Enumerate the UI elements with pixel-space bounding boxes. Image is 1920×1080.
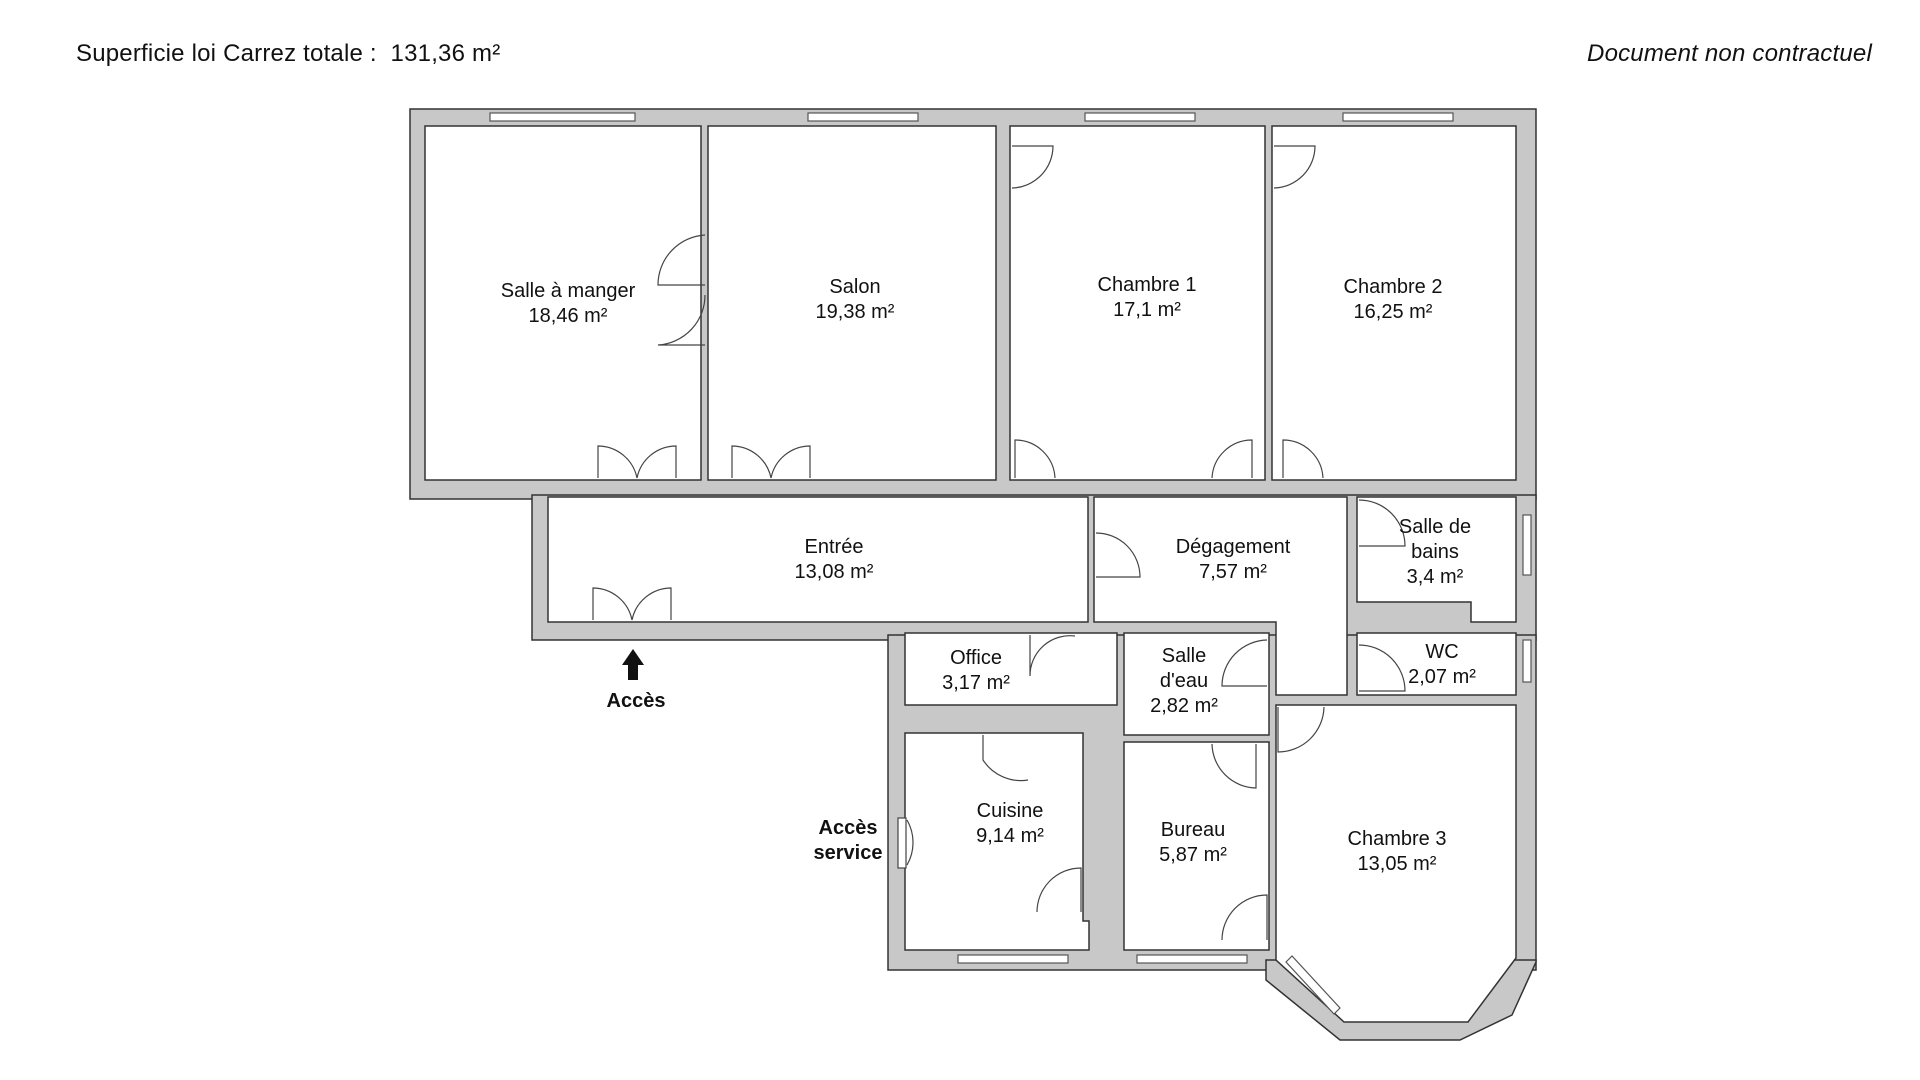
room-bureau — [1123, 741, 1270, 951]
total-area-label: Superficie loi Carrez totale : — [76, 40, 377, 67]
room-area: 3,4 m² — [1407, 566, 1464, 588]
doors — [592, 145, 1406, 941]
room-chambre-3 — [1275, 704, 1517, 1023]
room-salle-a-manger — [424, 125, 702, 481]
room-wc — [1356, 632, 1517, 696]
room-name: WC — [1425, 641, 1458, 663]
disclaimer-text: Document non contractuel — [1587, 40, 1872, 67]
room-area: 19,38 m² — [816, 301, 895, 323]
room-area: 2,82 m² — [1150, 695, 1218, 717]
room-name-line-1: Salle de — [1399, 516, 1471, 538]
room-area: 18,46 m² — [529, 305, 608, 327]
rooms — [424, 125, 1517, 1023]
room-degagement — [1093, 496, 1348, 696]
room-salon — [707, 125, 997, 481]
room-area: 3,17 m² — [942, 672, 1010, 694]
service-access-label-line-2: service — [814, 842, 883, 864]
room-entree — [547, 496, 1089, 623]
total-area-value: 131,36 m² — [390, 40, 501, 67]
room-name: Entrée — [805, 536, 864, 558]
room-area: 17,1 m² — [1113, 299, 1181, 321]
room-area: 7,57 m² — [1199, 561, 1267, 583]
room-name: Chambre 1 — [1098, 274, 1197, 296]
windows — [489, 112, 1532, 1015]
room-name: Cuisine — [977, 800, 1044, 822]
room-name: Chambre 2 — [1344, 276, 1443, 298]
room-name: Dégagement — [1176, 536, 1291, 558]
room-salle-deau — [1123, 632, 1270, 736]
service-access-label-line-1: Accès — [819, 817, 878, 839]
room-chambre-2 — [1271, 125, 1517, 481]
main-access-label: Accès — [607, 690, 666, 712]
room-area: 13,05 m² — [1358, 853, 1437, 875]
room-name-line-1: Salle — [1162, 645, 1206, 667]
room-area: 9,14 m² — [976, 825, 1044, 847]
room-name: Salle à manger — [501, 280, 636, 302]
room-name-line-2: bains — [1411, 541, 1459, 563]
room-area: 13,08 m² — [795, 561, 874, 583]
room-area: 2,07 m² — [1408, 666, 1476, 688]
room-name: Chambre 3 — [1348, 828, 1447, 850]
room-salle-de-bains — [1356, 496, 1517, 623]
room-name: Bureau — [1161, 819, 1226, 841]
room-name: Office — [950, 647, 1002, 669]
arrow-up-icon — [622, 649, 644, 680]
main-access-marker: Accès — [607, 649, 666, 712]
room-chambre-1 — [1009, 125, 1266, 481]
room-cuisine — [904, 732, 1090, 951]
room-name-line-2: d'eau — [1160, 670, 1208, 692]
room-name: Salon — [829, 276, 880, 298]
total-area-text: Superficie loi Carrez totale : 131,36 m² — [76, 40, 500, 68]
room-office — [904, 632, 1118, 706]
service-access-marker: Accès service — [814, 817, 883, 864]
room-area: 5,87 m² — [1159, 844, 1227, 866]
room-labels: Salle à manger 18,46 m² Salon 19,38 m² C… — [501, 274, 1477, 875]
room-area: 16,25 m² — [1354, 301, 1433, 323]
